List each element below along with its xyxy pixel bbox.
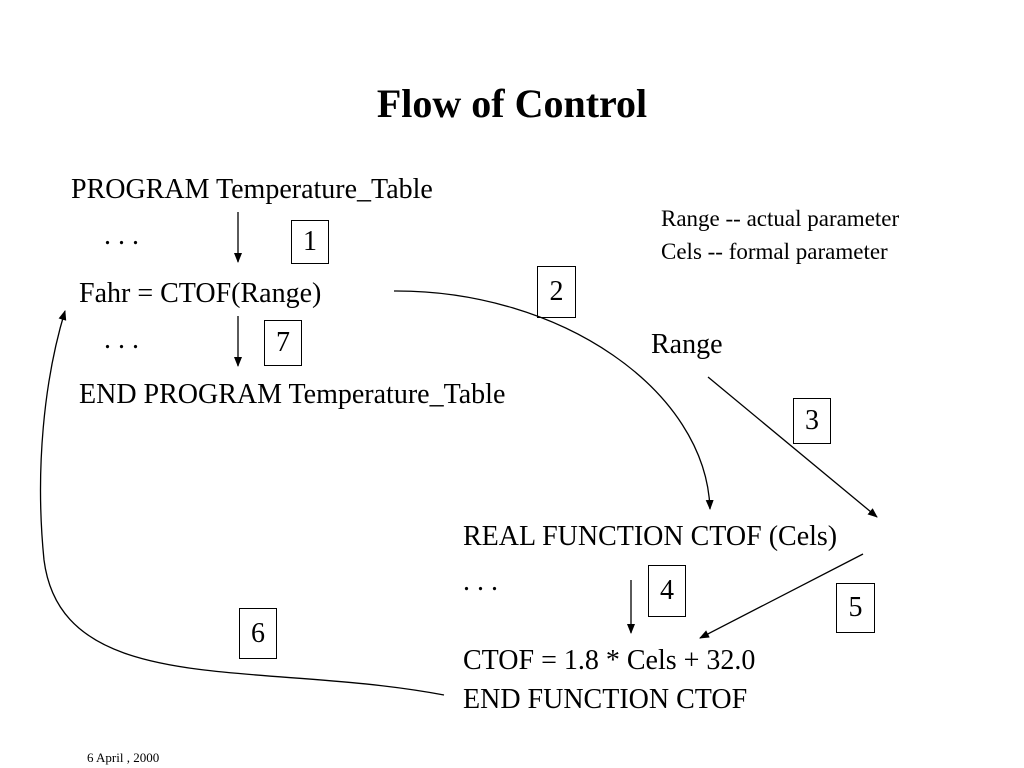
function-assignment: CTOF = 1.8 * Cels + 32.0 — [463, 645, 756, 676]
argument-label: Range — [651, 329, 723, 360]
page-title: Flow of Control — [376, 81, 648, 126]
step-4-box: 4 — [648, 565, 686, 617]
step-1-box: 1 — [291, 220, 329, 264]
step-6-box: 6 — [239, 608, 277, 659]
program-end: END PROGRAM Temperature_Table — [79, 379, 506, 410]
step-3-box: 3 — [793, 398, 831, 444]
step-7-box: 7 — [264, 320, 302, 366]
arrow-step-5-parameter — [699, 553, 864, 639]
program-call-line: Fahr = CTOF(Range) — [79, 278, 322, 309]
function-ellipsis: . . . — [463, 566, 498, 597]
note-formal-parameter: Cels -- formal parameter — [661, 239, 888, 264]
program-header: PROGRAM Temperature_Table — [71, 174, 433, 205]
note-actual-parameter: Range -- actual parameter — [661, 206, 900, 231]
arrow-step-3-argument — [707, 376, 878, 518]
program-ellipsis-2: . . . — [104, 324, 139, 355]
slide-footer-date: 6 April , 2000 — [87, 750, 160, 765]
arrow-step-6-return — [39, 310, 445, 696]
function-header: REAL FUNCTION CTOF (Cels) — [463, 521, 838, 552]
function-end: END FUNCTION CTOF — [463, 684, 748, 715]
step-5-box: 5 — [836, 583, 875, 633]
program-ellipsis-1: . . . — [104, 220, 139, 251]
arrow-step-2-call — [393, 290, 714, 510]
step-2-box: 2 — [537, 266, 576, 318]
